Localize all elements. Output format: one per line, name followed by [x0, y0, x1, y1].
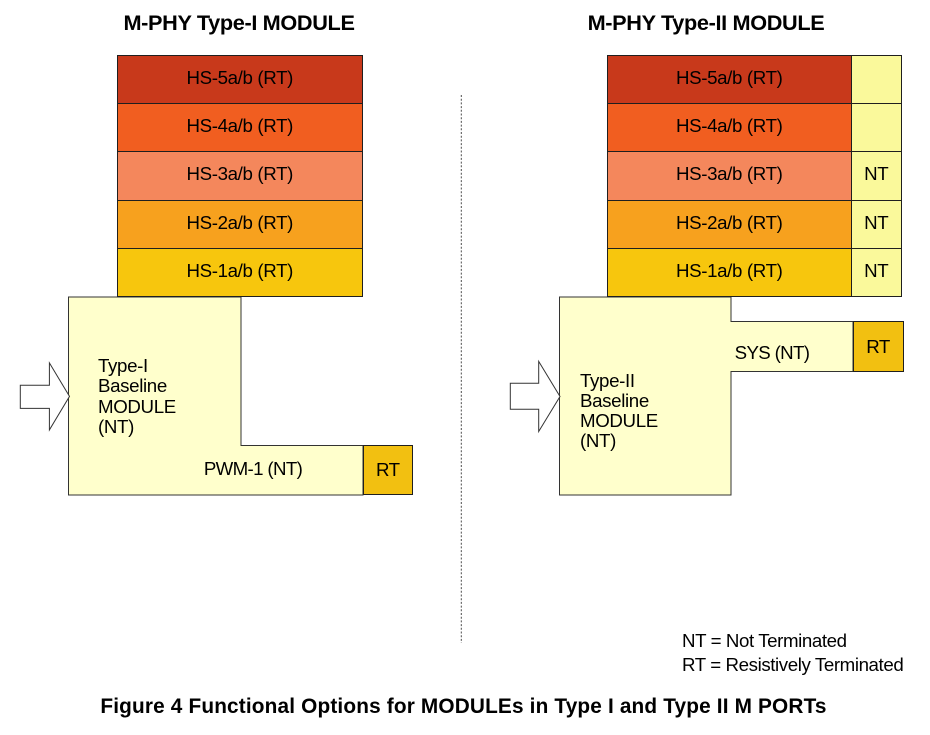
- type2-hs5-termination-cell: [851, 54, 902, 104]
- type2-hs4-bar: HS-4a/b (RT): [606, 102, 852, 153]
- module-label-line: Type-II: [580, 370, 635, 392]
- type1-baseline-module-label: Type-I Baseline MODULE (NT): [98, 356, 176, 436]
- module-label-line: MODULE: [580, 410, 658, 432]
- type1-hs3-bar: HS-3a/b (RT): [117, 151, 363, 201]
- module-label-line: (NT): [580, 430, 616, 452]
- type1-hs4-bar: HS-4a/b (RT): [117, 102, 363, 153]
- legend-rt-line: RT = Resistively Terminated: [682, 654, 904, 676]
- type1-hs2-bar: HS-2a/b (RT): [117, 199, 363, 250]
- termination-legend: NT = Not Terminated RT = Resistively Ter…: [682, 629, 904, 679]
- type1-hs1-bar: HS-1a/b (RT): [117, 248, 363, 298]
- type2-input-arrow-icon: [509, 359, 561, 434]
- legend-nt-line: NT = Not Terminated: [682, 629, 847, 651]
- type2-hs2-termination-cell: NT: [851, 199, 902, 250]
- type2-hs3-bar: HS-3a/b (RT): [606, 151, 852, 201]
- type2-sys-rt-box: RT: [852, 321, 904, 372]
- type1-hs5-bar: HS-5a/b (RT): [117, 54, 363, 104]
- figure-caption: Figure 4 Functional Options for MODULEs …: [100, 695, 827, 718]
- type1-input-arrow-icon: [19, 361, 71, 432]
- type2-hs3-termination-cell: NT: [851, 151, 902, 201]
- type2-baseline-module-label: Type-II Baseline MODULE (NT): [580, 370, 658, 452]
- type2-hs5-bar: HS-5a/b (RT): [606, 54, 852, 104]
- module-label-line: Baseline: [98, 375, 167, 397]
- type2-hs1-bar: HS-1a/b (RT): [606, 248, 852, 298]
- module-label-line: MODULE: [98, 395, 176, 417]
- type2-sys-label: SYS (NT): [734, 342, 810, 363]
- type1-pwm-label: PWM-1 (NT): [203, 457, 303, 479]
- type2-hs4-termination-cell: [851, 102, 902, 153]
- type1-module-title: M-PHY Type-I MODULE: [123, 9, 355, 35]
- type2-module-title: M-PHY Type-II MODULE: [587, 9, 825, 35]
- type1-pwm-rt-box: RT: [362, 445, 413, 495]
- module-label-line: Type-I: [98, 355, 148, 377]
- type2-hs2-bar: HS-2a/b (RT): [606, 199, 852, 250]
- type2-hs1-termination-cell: NT: [851, 248, 902, 298]
- module-label-line: Baseline: [580, 390, 649, 412]
- module-label-line: (NT): [98, 415, 134, 437]
